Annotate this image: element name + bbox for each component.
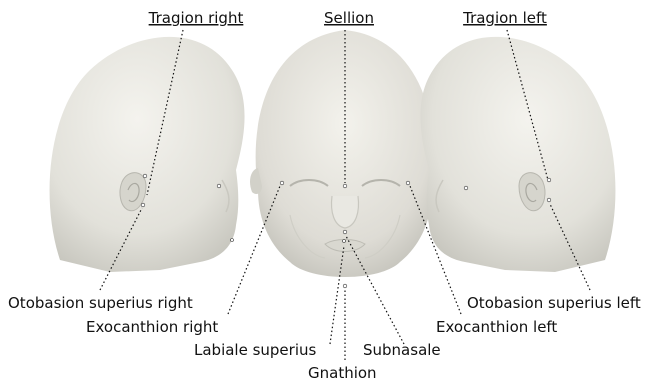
label-gnathion: Gnathion bbox=[308, 364, 377, 382]
head-left-profile bbox=[420, 37, 615, 272]
landmark-dot bbox=[343, 184, 347, 188]
label-otobasion-superius-left: Otobasion superius left bbox=[467, 294, 641, 312]
landmark-dot bbox=[547, 178, 551, 182]
landmark-dot bbox=[143, 174, 147, 178]
landmark-dot bbox=[280, 181, 284, 185]
label-exocanthion-left: Exocanthion left bbox=[436, 318, 557, 336]
label-otobasion-superius-right: Otobasion superius right bbox=[8, 294, 193, 312]
head-right-profile bbox=[50, 37, 245, 272]
landmark-dot bbox=[464, 186, 468, 190]
label-tragion-left: Tragion left bbox=[462, 9, 547, 27]
landmark-dot bbox=[217, 184, 221, 188]
label-tragion-right: Tragion right bbox=[148, 9, 244, 27]
label-exocanthion-right: Exocanthion right bbox=[86, 318, 218, 336]
landmark-dot bbox=[343, 284, 347, 288]
landmark-dot bbox=[343, 230, 347, 234]
landmark-dot bbox=[141, 203, 145, 207]
landmark-dot bbox=[231, 239, 234, 242]
landmark-dot bbox=[406, 181, 410, 185]
label-sellion: Sellion bbox=[324, 9, 374, 27]
label-labiale-superius: Labiale superius bbox=[194, 341, 317, 359]
landmark-dot bbox=[547, 198, 551, 202]
landmark-dot bbox=[343, 240, 346, 243]
label-subnasale: Subnasale bbox=[363, 341, 441, 359]
